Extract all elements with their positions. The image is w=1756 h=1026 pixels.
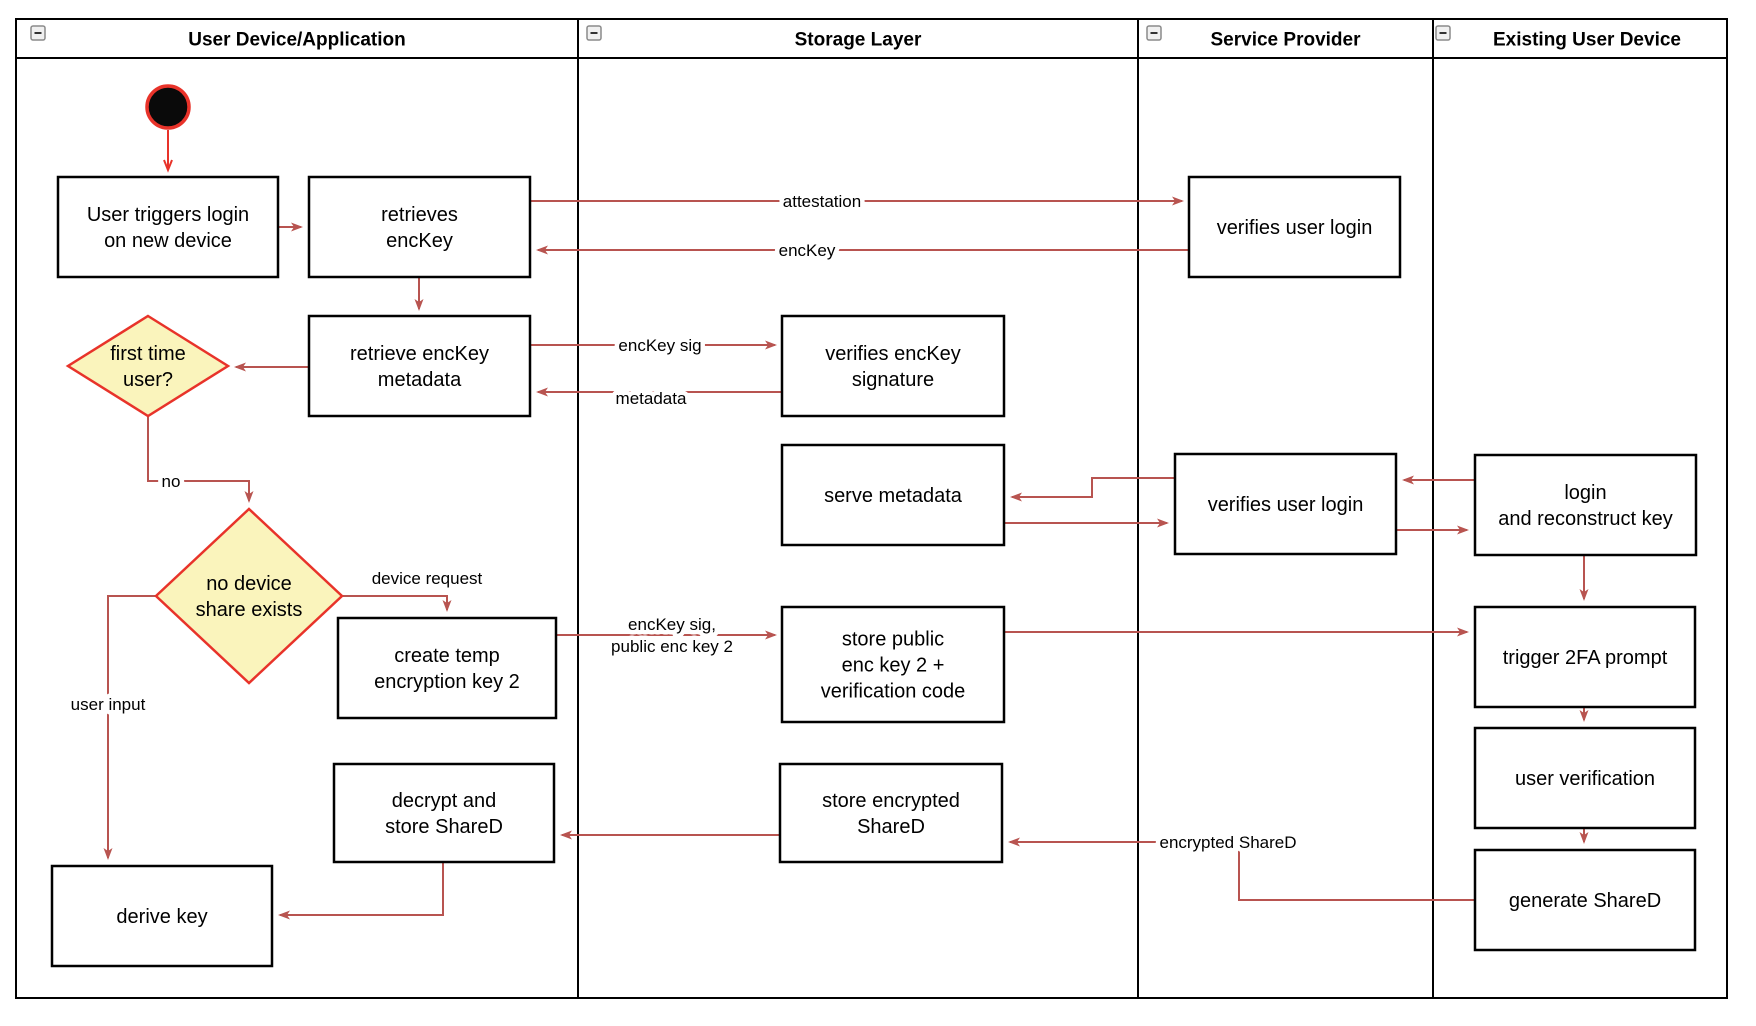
collapse-lane-icon[interactable] [1146,25,1162,41]
action-shape [50,864,274,968]
node-derive-key[interactable]: derive key [50,864,274,968]
edge-verifies2-to-serve [1010,477,1175,502]
lane-title-service-provider[interactable]: Service Provider [1211,30,1362,51]
action-shape [780,443,1006,547]
action-shape [780,314,1006,418]
edge-label-encrypted-shared: encrypted ShareD [1159,833,1296,852]
edge-label-enckey-sig-public-key: encKey sig,public enc key 2 [611,615,733,656]
node-label: verifies user login [1217,217,1373,239]
action-shape [307,314,532,418]
edges-layer [103,130,1589,920]
node-serve-metadata[interactable]: serve metadata [780,443,1006,547]
edge-label-metadata-return: metadata [616,389,687,408]
action-shape [780,605,1006,724]
action-shape [307,175,532,279]
node-sp-verifies-user-login-1[interactable]: verifies user login [1187,175,1402,279]
action-shape [1473,605,1697,709]
edge-label-user-input: user input [71,695,146,714]
edge-label-no-branch: no [162,472,181,491]
action-shape [56,175,280,279]
decision-shape [154,507,344,685]
node-trigger-2fa-prompt[interactable]: trigger 2FA prompt [1473,605,1697,709]
action-shape [778,762,1004,864]
node-start[interactable] [145,84,191,130]
lane-title-user-device[interactable]: User Device/Application [188,30,406,51]
edge-device-request [343,595,452,612]
start-node-circle [145,84,191,130]
edge-labels-layer: attestation encKey encKey sig metadata no dev… [66,188,1301,857]
node-user-verification[interactable]: user verification [1473,726,1697,830]
node-generate-shared[interactable]: generate ShareD [1473,848,1697,952]
header-layer: User Device/Application Storage Layer Serv… [30,25,1681,51]
action-shape [1473,726,1697,830]
edge-decrypt-to-derive [278,862,444,920]
action-shape [1173,452,1398,556]
node-label: derive key [116,906,207,928]
collapse-lane-icon[interactable] [586,25,602,41]
lane-title-existing-user-device[interactable]: Existing User Device [1493,30,1681,51]
edge-label-enckey-sig: encKey sig [618,336,701,355]
lane-title-storage-layer[interactable]: Storage Layer [795,30,922,51]
node-label: generate ShareD [1509,890,1661,912]
node-label: user verification [1515,768,1655,790]
action-shape [336,616,558,720]
action-shape [332,762,556,864]
action-shape [1187,175,1402,279]
node-sp-verifies-user-login-2[interactable]: verifies user login [1173,452,1398,556]
node-label: serve metadata [824,485,963,507]
edge-encrypted-shared [1008,837,1475,901]
edge-user-input [103,595,156,860]
collapse-lane-icon[interactable] [30,25,46,41]
action-shape [1473,848,1697,952]
node-label: trigger 2FA prompt [1503,647,1668,669]
action-shape [1473,453,1698,557]
edge-label-attestation: attestation [783,192,861,211]
edge-label-enckey-return: encKey [779,241,836,260]
edge-label-device-request: device request [372,569,483,588]
collapse-lane-icon[interactable] [1435,25,1451,41]
edge-no-branch [147,416,254,503]
node-label: verifies user login [1208,494,1364,516]
decision-shape [65,314,231,418]
